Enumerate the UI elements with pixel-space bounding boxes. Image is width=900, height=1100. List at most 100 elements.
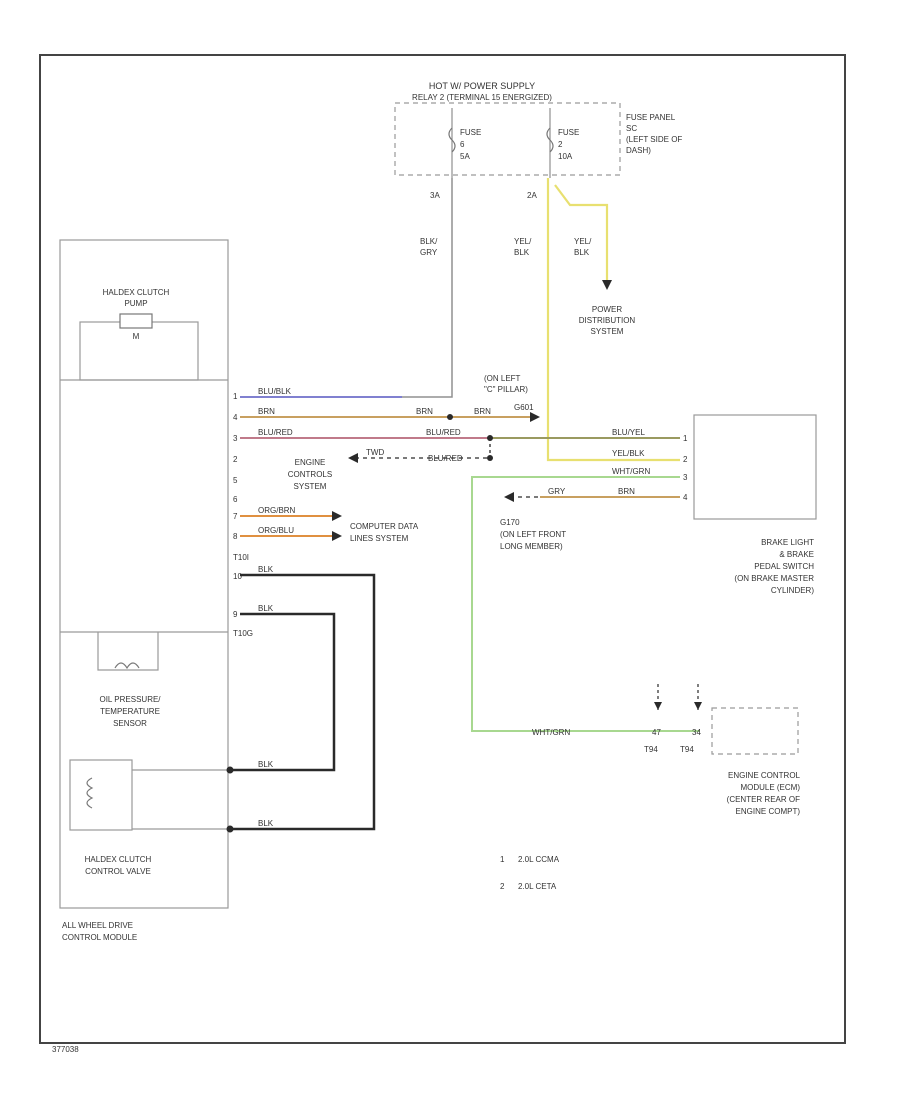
awd-pin-6: 6	[233, 495, 238, 504]
fuse-b-number: 2	[558, 140, 563, 149]
wire-yel-blk-brake	[546, 178, 680, 462]
wire-blk-2-label: BLK	[258, 604, 274, 613]
fuse-panel-label-1: FUSE PANEL	[626, 113, 676, 122]
wire-brn-right-label: BRN	[618, 487, 635, 496]
brake-pin-2: 2	[683, 455, 688, 464]
haldex-pump-label-2: PUMP	[124, 299, 147, 308]
ecm-label-2: MODULE (ECM)	[740, 783, 800, 792]
valve-box	[69, 759, 133, 831]
diagram-frame	[39, 54, 846, 1044]
valve-terminal-1	[226, 766, 234, 774]
wire-org-brn-label: ORG/BRN	[258, 506, 296, 515]
awd-pin-4: 4	[233, 413, 238, 422]
ecm-conn-b: T94	[680, 745, 694, 754]
ecm-label-4: ENGINE COMPT)	[736, 807, 801, 816]
wire-blk-1-label: BLK	[258, 565, 274, 574]
splice-dot	[447, 414, 453, 420]
computer-data-2: LINES SYSTEM	[350, 534, 409, 543]
engine-controls-2: CONTROLS	[288, 470, 332, 479]
power-distribution-1: POWER	[592, 305, 622, 314]
fuse-panel-label-2: SC	[626, 124, 637, 133]
g170-label-2: (ON LEFT FRONT	[500, 530, 566, 539]
awd-pin-2: 2	[233, 455, 238, 464]
fuse-b-label: FUSE	[558, 128, 579, 137]
wire-blu-red-dot-label: BLU/RED	[428, 454, 463, 463]
brake-pin-1: 1	[683, 434, 688, 443]
wire-yel-blk-right-label: YEL/BLK	[612, 449, 645, 458]
ecm-box	[711, 707, 799, 755]
brake-label-4: (ON BRAKE MASTER	[734, 574, 814, 583]
computer-data-1: COMPUTER DATA	[350, 522, 419, 531]
wire-wht-grn-right-label: WHT/GRN	[612, 467, 650, 476]
wire-blu-yel-label: BLU/YEL	[612, 428, 645, 437]
arrow-left-icon	[348, 453, 358, 463]
awd-pin-7: 7	[233, 512, 238, 521]
wire-blk-gry	[402, 178, 453, 398]
wire-blk-gry-label-2: GRY	[420, 248, 438, 257]
wire-blk-3-label: BLK	[258, 819, 274, 828]
wire-brn-mid2-label: BRN	[474, 407, 491, 416]
legend-text-1: 2.0L CCMA	[518, 855, 560, 864]
power-distribution-3: SYSTEM	[591, 327, 624, 336]
brake-label-1: BRAKE LIGHT	[761, 538, 814, 547]
g170-label-3: LONG MEMBER)	[500, 542, 563, 551]
ecm-label-3: (CENTER REAR OF	[727, 795, 800, 804]
engine-controls-1: ENGINE	[295, 458, 326, 467]
awd-pin-8: 8	[233, 532, 238, 541]
wire-blu-blk-label: BLU/BLK	[258, 387, 292, 396]
legend-text-2: 2.0L CETA	[518, 882, 557, 891]
wire-blk-outer	[228, 573, 376, 831]
wire-grn-dash-label: GRY	[548, 487, 566, 496]
arrow-down-icon	[602, 280, 612, 290]
fuse-2-icon	[546, 127, 554, 153]
left-pillar-1: (ON LEFT	[484, 374, 521, 383]
wire-twd-label: TWD	[366, 448, 384, 457]
ecm-conn-a: T94	[644, 745, 658, 754]
pin-2a: 2A	[527, 191, 537, 200]
ground-arrow-icon	[530, 412, 540, 422]
sensor-icon	[114, 662, 140, 670]
awd-module-box	[59, 239, 229, 909]
wire-blk-gry-label-1: BLK/	[420, 237, 438, 246]
legend: 1 2.0L CCMA 2 2.0L CETA	[500, 855, 560, 891]
awd-pin-5: 5	[233, 476, 238, 485]
brake-switch-box	[693, 414, 817, 520]
oil-sensor-label-1: OIL PRESSURE/	[99, 695, 161, 704]
power-supply-title: HOT W/ POWER SUPPLY	[429, 81, 535, 91]
fuse-panel: HOT W/ POWER SUPPLY RELAY 2 (TERMINAL 15…	[394, 81, 682, 200]
brake-label-2: & BRAKE	[779, 550, 814, 559]
ecm-label-1: ENGINE CONTROL	[728, 771, 801, 780]
wire-wht-grn	[471, 476, 700, 732]
brake-pin-3: 3	[683, 473, 688, 482]
haldex-pump-label-1: HALDEX CLUTCH	[103, 288, 170, 297]
g170-label-1: G170	[500, 518, 520, 527]
wire-yel-blk-label-2: BLK	[514, 248, 530, 257]
wire-yel-blk-distribution	[554, 184, 609, 285]
legend-num-2: 2	[500, 882, 505, 891]
awd-control-module: HALDEX CLUTCH PUMP M OIL PRESSURE/ TEMPE…	[59, 239, 229, 942]
brake-label-3: PEDAL SWITCH	[754, 562, 814, 571]
motor-icon	[119, 313, 153, 329]
valve-terminal-2	[226, 825, 234, 833]
connector-t10i: T10I	[233, 553, 249, 562]
engine-controls-3: SYSTEM	[294, 482, 327, 491]
legend-num-1: 1	[500, 855, 505, 864]
awd-module-label-2: CONTROL MODULE	[62, 933, 137, 942]
haldex-valve-label-2: CONTROL VALVE	[85, 867, 151, 876]
fuse-b-rating: 10A	[558, 152, 573, 161]
left-pillar-3: G601	[514, 403, 534, 412]
haldex-valve-label-1: HALDEX CLUTCH	[85, 855, 152, 864]
wire-brn-mid-label: BRN	[416, 407, 433, 416]
ground-arrow-left-icon	[504, 492, 514, 502]
fuse-a-number: 6	[460, 140, 465, 149]
ecm-arrow-1-icon	[654, 702, 662, 710]
fuse-6-icon	[448, 127, 456, 153]
wire-blk-inner	[228, 612, 336, 772]
arrow-right-icon-2	[332, 531, 342, 541]
pump-motor-label: M	[133, 332, 140, 341]
awd-pin-1: 1	[233, 392, 238, 401]
wire-wht-grn-bottom-label: WHT/GRN	[532, 728, 570, 737]
wire-yel-blk2-label-1: YEL/	[574, 237, 592, 246]
solenoid-icon	[86, 777, 94, 809]
